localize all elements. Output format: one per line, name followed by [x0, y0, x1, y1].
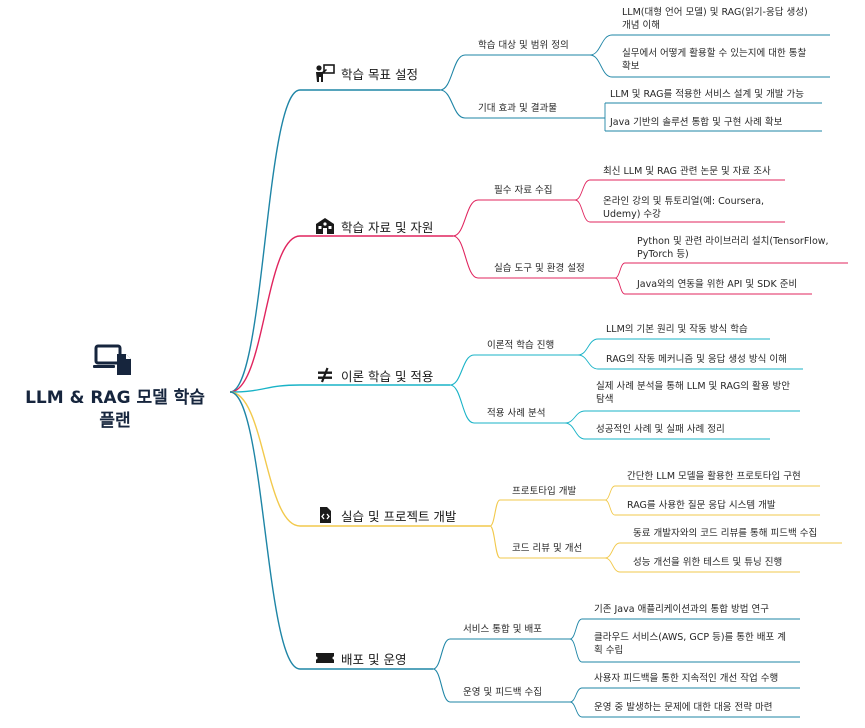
- sub-required-materials[interactable]: 필수 자료 수집: [494, 185, 553, 196]
- leaf-llm-prototype[interactable]: 간단한 LLM 모델을 활용한 프로토타입 구현: [627, 471, 801, 482]
- sub-tools-setup[interactable]: 실습 도구 및 환경 설정: [494, 263, 585, 274]
- leaf-performance-tuning[interactable]: 성능 개선을 위한 테스트 및 튜닝 진행: [633, 557, 783, 568]
- edge-sub-leaf-4-0-1: [569, 638, 583, 663]
- edge-sub-leaf-3-0-1: [604, 499, 616, 516]
- edge-sub-leaf-3-0-0: [604, 485, 616, 501]
- edge-sub-leaf-0-0-1: [589, 54, 613, 78]
- edge-sub-leaf-1-0-0: [574, 179, 591, 201]
- leaf-java-api-sdk[interactable]: Java와의 연동을 위한 API 및 SDK 준비: [637, 279, 798, 290]
- sub-theory-study[interactable]: 이론적 학습 진행: [487, 340, 555, 351]
- leaf-peer-review[interactable]: 동료 개발자와의 코드 리뷰를 통해 피드백 수집: [633, 528, 818, 539]
- sub-operation-feedback[interactable]: 운영 및 피드백 수집: [463, 687, 542, 698]
- edge-branch-sub-0-1: [439, 89, 466, 119]
- leaf-online-courses[interactable]: 온라인 강의 및 튜토리얼(예: Coursera, Udemy) 수강: [603, 196, 765, 220]
- edge-sub-leaf-4-0-0: [569, 618, 583, 640]
- edge-branch-sub-0-0: [439, 54, 466, 91]
- edge-sub-leaf-2-0-1: [577, 354, 599, 370]
- edge-branch-sub-4-1: [432, 668, 451, 703]
- edge-root-branch-3: [229, 391, 301, 527]
- edge-sub-leaf-2-1-1: [564, 422, 586, 440]
- leaf-java-integration[interactable]: Java 기반의 솔루션 통합 및 구현 사례 확보: [610, 117, 783, 128]
- edge-branch-sub-1-1: [452, 235, 479, 279]
- branch-label: 학습 자료 및 자원: [341, 219, 434, 235]
- edge-sub-leaf-1-0-1: [574, 199, 591, 223]
- leaf-paper-survey[interactable]: 최신 LLM 및 RAG 관련 논문 및 자료 조사: [603, 166, 771, 177]
- sub-scope-definition[interactable]: 학습 대상 및 범위 정의: [478, 40, 569, 51]
- branch-learning-resources[interactable]: 학습 자료 및 자원: [315, 217, 433, 235]
- edge-root-branch-1: [229, 235, 301, 393]
- branch-label: 배포 및 운영: [341, 651, 407, 667]
- leaf-success-failure[interactable]: 성공적인 사례 및 실패 사례 정리: [596, 424, 725, 435]
- leaf-rag-mechanism[interactable]: RAG의 작동 메커니즘 및 응답 생성 방식 이해: [606, 354, 787, 365]
- school-icon: [315, 217, 335, 235]
- edge-sub-leaf-3-1-1: [604, 557, 621, 573]
- sub-integration-deploy[interactable]: 서비스 통합 및 배포: [463, 624, 542, 635]
- leaf-qa-system[interactable]: RAG를 사용한 질문 응답 시스템 개발: [627, 500, 776, 511]
- code-file-icon: [315, 506, 335, 524]
- branch-theory-application[interactable]: 이론 학습 및 적용: [315, 366, 433, 384]
- leaf-incident-response[interactable]: 운영 중 발생하는 문제에 대한 대응 전략 마련: [594, 702, 773, 713]
- branch-label: 실습 및 프로젝트 개발: [341, 508, 457, 524]
- edge-sub-leaf-2-0-0: [577, 338, 599, 356]
- edge-branch-sub-3-1: [489, 525, 501, 559]
- sub-expected-results[interactable]: 기대 효과 및 결과물: [478, 103, 557, 114]
- leaf-llm-rag-concept[interactable]: LLM(대형 언어 모델) 및 RAG(읽기-응답 생성) 개념 이해: [622, 7, 808, 31]
- branch-practice-project[interactable]: 실습 및 프로젝트 개발: [315, 506, 456, 524]
- edge-root-branch-4: [229, 391, 301, 670]
- teacher-icon: [315, 64, 335, 82]
- leaf-cloud-deploy[interactable]: 클라우드 서비스(AWS, GCP 등)를 통한 배포 계획 수립: [594, 632, 787, 656]
- leaf-practical-insight[interactable]: 실무에서 어떻게 활용할 수 있는지에 대한 통찰 확보: [622, 48, 807, 72]
- edge-sub-leaf-4-1-0: [569, 687, 583, 703]
- leaf-java-app-integration[interactable]: 기존 Java 애플리케이션과의 통합 방법 연구: [594, 604, 770, 615]
- edge-branch-sub-3-0: [489, 499, 501, 527]
- ticket-icon: [315, 649, 335, 667]
- edge-sub-leaf-3-1-0: [604, 542, 621, 559]
- edge-branch-sub-2-0: [449, 354, 475, 386]
- sub-prototype[interactable]: 프로토타입 개발: [512, 486, 577, 497]
- root-title-line2: 플랜: [99, 411, 131, 431]
- not-equal-icon: [315, 366, 335, 384]
- edge-sub-leaf-1-1-0: [614, 262, 626, 279]
- edge-sub-leaf-2-1-0: [564, 410, 586, 424]
- root-title-line1: LLM & RAG 모델 학습: [25, 388, 205, 408]
- leaf-case-exploration[interactable]: 실제 사례 분석을 통해 LLM 및 RAG의 활용 방안 탐색: [596, 381, 790, 405]
- edge-branch-sub-4-0: [432, 638, 451, 670]
- edge-sub-leaf-0-0-0: [589, 34, 613, 56]
- edge-sub-leaf-1-1-1: [614, 277, 626, 295]
- leaf-python-libs[interactable]: Python 및 관련 라이브러리 설치(TensorFlow, PyTorch…: [637, 236, 829, 260]
- devices-icon: [92, 342, 134, 378]
- edge-branch-sub-1-0: [452, 199, 479, 237]
- branch-deploy-operate[interactable]: 배포 및 운영: [315, 649, 406, 667]
- edge-sub-leaf-4-1-1: [569, 701, 583, 718]
- edge-root-branch-2: [229, 384, 301, 393]
- leaf-continuous-improvement[interactable]: 사용자 피드백을 통한 지속적인 개선 작업 수행: [594, 673, 779, 684]
- root-title[interactable]: LLM & RAG 모델 학습 플랜: [0, 387, 230, 433]
- sub-case-analysis[interactable]: 적용 사례 분석: [487, 408, 546, 419]
- branch-label: 이론 학습 및 적용: [341, 368, 434, 384]
- leaf-service-design[interactable]: LLM 및 RAG를 적용한 서비스 설계 및 개발 가능: [610, 89, 804, 100]
- leaf-llm-principles[interactable]: LLM의 기본 원리 및 작동 방식 학습: [606, 324, 748, 335]
- branch-learning-goals[interactable]: 학습 목표 설정: [315, 64, 418, 82]
- edge-root-branch-0: [229, 89, 301, 393]
- sub-code-review[interactable]: 코드 리뷰 및 개선: [512, 543, 583, 554]
- edge-branch-sub-2-1: [449, 384, 475, 424]
- branch-label: 학습 목표 설정: [341, 66, 418, 82]
